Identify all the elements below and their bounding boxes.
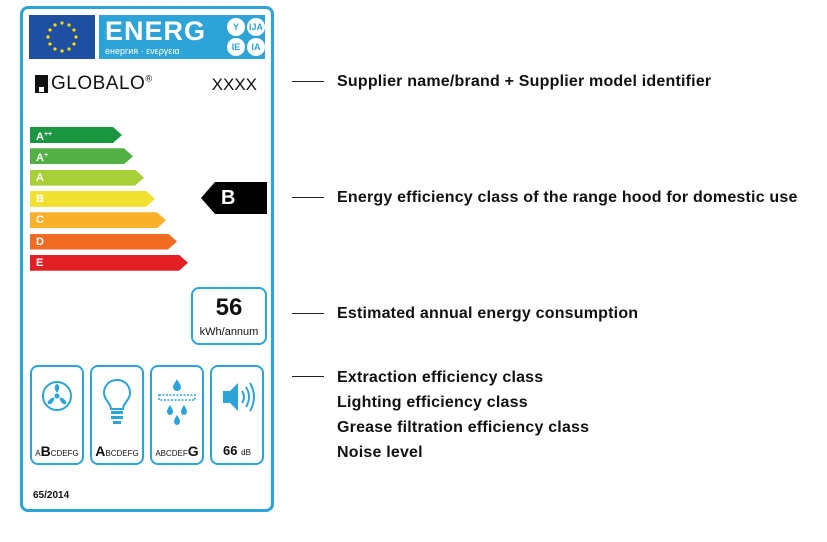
consumption-unit: kWh/annum — [199, 326, 259, 338]
grease-box: ABCDEFG — [150, 365, 204, 465]
lighting-scale: ABCDEFG — [95, 443, 139, 459]
energy-label: ENERG енергия · ενεργεια Y IJA IE IA GLO… — [20, 6, 274, 512]
energy-banner: ENERG енергия · ενεργεια Y IJA IE IA — [99, 15, 265, 59]
language-badge: Y — [227, 18, 245, 36]
efficiency-arrow: A+ — [30, 148, 133, 164]
noise-level: 66 dB — [223, 443, 251, 458]
callout-efficiency: Energy efficiency class of the range hoo… — [337, 189, 798, 206]
efficiency-arrow-label: A — [36, 171, 44, 184]
efficiency-arrow-label: A — [36, 152, 44, 165]
energy-subtitle: енергия · ενεργεια — [105, 46, 180, 56]
eu-flag-icon — [29, 15, 95, 59]
efficiency-arrow-label: D — [36, 235, 44, 248]
regulation-number: 65/2014 — [33, 490, 70, 501]
efficiency-arrow-plus: + — [43, 152, 49, 160]
consumption-box: 56 kWh/annum — [191, 287, 267, 345]
callout-consumption: Estimated annual energy consumption — [337, 305, 639, 322]
efficiency-arrow-label: E — [36, 256, 44, 269]
efficiency-arrow: B — [30, 191, 155, 207]
efficiency-arrow: E — [30, 255, 188, 271]
callout-line — [292, 313, 324, 314]
brand-logo-icon — [35, 75, 48, 93]
language-badge: IJA — [247, 18, 265, 36]
callout-lighting: Lighting efficiency class — [337, 394, 528, 411]
extraction-box: ABCDEFG — [30, 365, 84, 465]
callout-extraction: Extraction efficiency class — [337, 369, 544, 386]
noise-box: 66 dB — [210, 365, 264, 465]
efficiency-arrow: A++ — [30, 127, 122, 143]
callout-line — [292, 81, 324, 82]
callout-line — [292, 197, 324, 198]
callout-noise: Noise level — [337, 444, 423, 461]
callout-grease: Grease filtration efficiency class — [337, 419, 590, 436]
extraction-scale: ABCDEFG — [35, 443, 79, 459]
efficiency-arrow-label: A — [36, 131, 44, 143]
lighting-box: ABCDEFG — [90, 365, 144, 465]
efficiency-arrow: A — [30, 170, 144, 186]
language-badge: IE — [227, 38, 245, 56]
model-identifier: XXXX — [211, 75, 257, 94]
efficiency-arrow-plus: ++ — [43, 131, 53, 138]
callout-line — [292, 376, 324, 377]
efficiency-class-indicator: B — [201, 182, 267, 214]
light-bulb-icon — [102, 378, 132, 424]
fan-icon — [42, 381, 72, 411]
energy-word: ENERG — [105, 16, 207, 46]
language-badge: IA — [247, 38, 265, 56]
efficiency-arrow-label: B — [36, 192, 44, 205]
speaker-icon — [223, 382, 255, 412]
callout-supplier: Supplier name/brand + Supplier model ide… — [337, 73, 712, 90]
grease-scale: ABCDEFG — [155, 443, 199, 459]
efficiency-arrow-label: C — [36, 214, 44, 227]
efficiency-arrow: C — [30, 212, 166, 228]
brand-name: GLOBALO® — [51, 73, 153, 94]
grease-filter-icon — [158, 379, 196, 425]
consumption-value: 56 — [215, 294, 243, 321]
efficiency-arrow: D — [30, 234, 177, 250]
